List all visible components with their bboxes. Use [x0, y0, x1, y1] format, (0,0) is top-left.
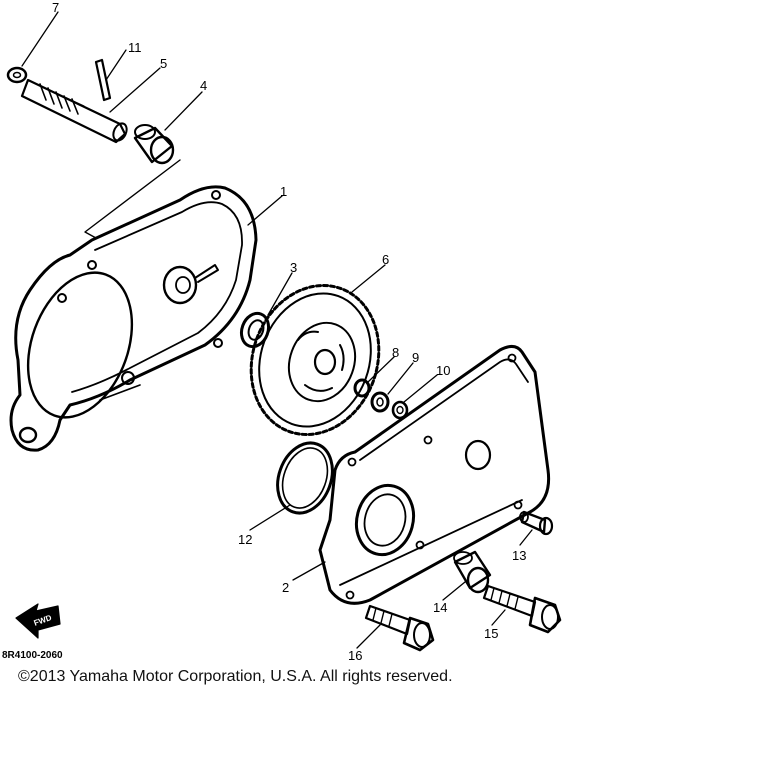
part-8-nut: [353, 378, 371, 398]
label-13: 13: [512, 548, 526, 563]
label-14: 14: [433, 600, 447, 615]
label-9: 9: [412, 350, 419, 365]
label-2: 2: [282, 580, 289, 595]
part-4-bushing: [133, 124, 175, 165]
part-12-o-ring: [276, 441, 334, 515]
part-1-gear-case: [9, 185, 258, 452]
leader-lines: [21, 11, 533, 649]
diagram-code: 8R4100-2060: [2, 650, 63, 661]
label-8: 8: [392, 345, 399, 360]
part-14-collar: [453, 550, 492, 594]
label-1: 1: [280, 184, 287, 199]
copyright-notice: ©2013 Yamaha Motor Corporation, U.S.A. A…: [18, 668, 453, 685]
part-9-washer: [370, 391, 390, 413]
part-15-bolt: [482, 584, 562, 634]
part-11-pin: [94, 58, 112, 102]
forward-arrow-icon: FWD: [15, 603, 61, 639]
part-5-shaft: [20, 78, 128, 144]
part-10-washer: [391, 400, 409, 420]
label-11: 11: [128, 40, 142, 55]
label-7: 7: [52, 0, 59, 15]
label-6: 6: [382, 252, 389, 267]
part-7-washer: [6, 66, 28, 84]
part-6-gear: [249, 284, 381, 436]
label-12: 12: [238, 532, 252, 547]
assembly-line: [84, 159, 181, 239]
label-4: 4: [200, 78, 207, 93]
label-16: 16: [348, 648, 362, 663]
part-13-bolt: [519, 510, 554, 536]
part-16-bolt: [364, 604, 435, 652]
label-15: 15: [484, 626, 498, 641]
label-10: 10: [436, 363, 450, 378]
part-2-cover-plate: [318, 345, 551, 605]
label-3: 3: [290, 260, 297, 275]
label-5: 5: [160, 56, 167, 71]
